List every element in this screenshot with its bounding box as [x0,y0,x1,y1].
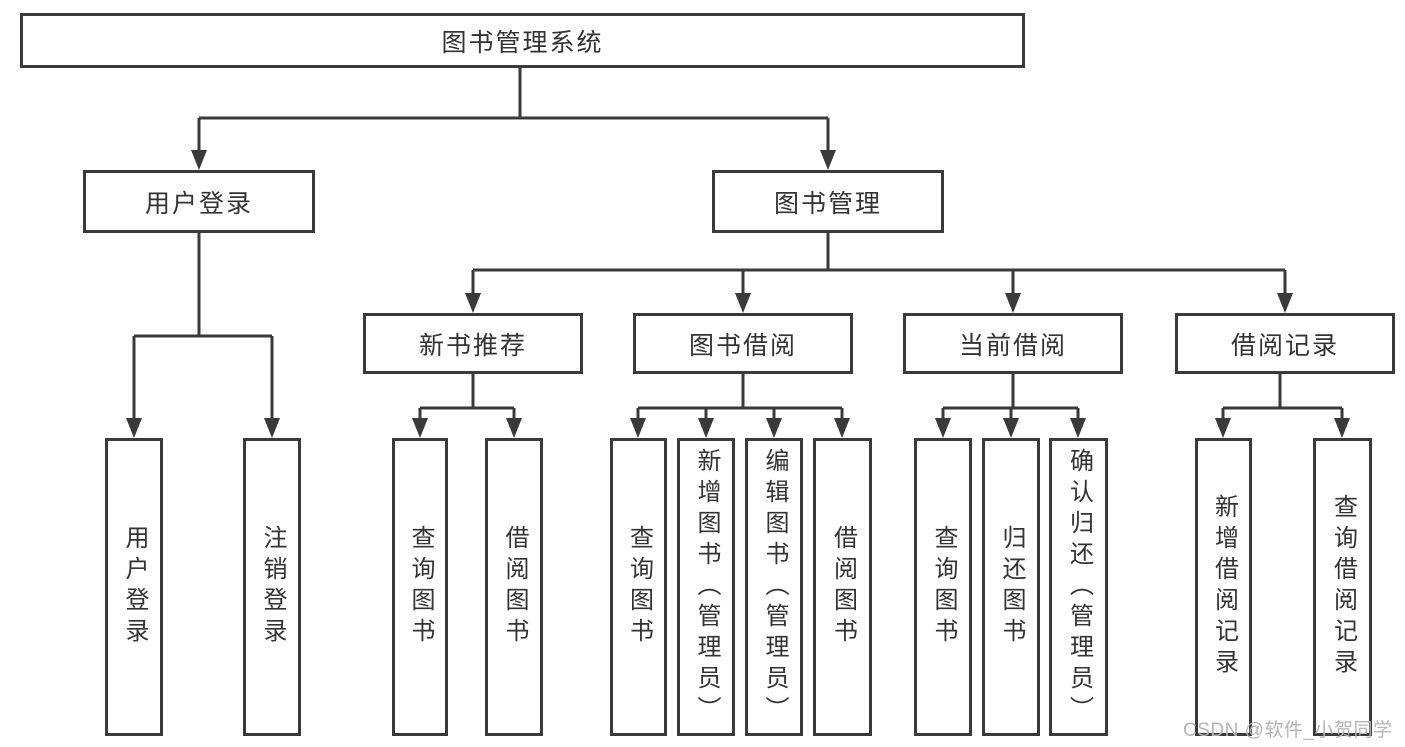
arrowhead-cb-return [1003,418,1019,438]
leaf-bb-edit-books-admin-label: 编辑图书（管理员） [761,447,788,727]
watermark-text: CSDN @软件_小贺同学 [1183,720,1393,741]
arrowhead-current-borrow [1005,293,1021,313]
connector-root-to-level2 [197,68,830,151]
leaf-logout: 注销登录 [243,438,301,736]
leaf-nbr-query-books-label: 查询图书 [407,525,434,649]
arrowhead-leaf-logout [264,418,280,438]
node-new-book-rec-label: 新书推荐 [418,331,527,360]
node-root-label: 图书管理系统 [441,28,604,57]
leaf-nbr-query-books: 查询图书 [392,438,448,736]
leaf-cb-confirm-return-admin: 确认归还（管理员） [1049,438,1108,736]
arrowhead-bb-edit [766,418,782,438]
leaf-nbr-borrow-books: 借阅图书 [485,438,543,736]
arrowhead-cb-query [935,418,951,438]
leaf-br-add-record-label: 新增借阅记录 [1210,494,1238,680]
node-user-login: 用户登录 [83,170,315,233]
leaf-logout-label: 注销登录 [259,525,286,649]
arrowhead-bb-add [698,418,714,438]
leaf-bb-edit-books-admin: 编辑图书（管理员） [745,438,803,736]
leaf-bb-query-books: 查询图书 [610,438,667,736]
leaf-br-query-record: 查询借阅记录 [1313,438,1372,736]
connector-book-borrow-branch [636,374,844,419]
leaf-bb-add-books-admin-label: 新增图书（管理员） [693,447,720,727]
arrowhead-new-book-rec [465,293,481,313]
leaf-bb-borrow-books-label: 借阅图书 [829,525,857,649]
leaf-bb-query-books-label: 查询图书 [625,525,653,649]
arrowhead-bb-query [630,418,646,438]
connector-borrow-records-branch [1221,374,1344,419]
arrowhead-borrow-records [1277,293,1293,313]
arrowhead-user-login [191,150,207,170]
arrowhead-nbr-query [412,418,428,438]
arrowhead-nbr-borrow [506,418,522,438]
leaf-cb-query-books: 查询图书 [914,438,972,736]
leaf-bb-add-books-admin: 新增图书（管理员） [677,438,735,736]
leaf-user-login-label: 用户登录 [121,525,148,649]
node-current-borrow: 当前借阅 [903,313,1123,374]
arrowhead-leaf-user-login [126,418,142,438]
node-user-login-label: 用户登录 [144,189,253,218]
leaf-cb-confirm-return-admin-label: 确认归还（管理员） [1065,447,1093,727]
node-borrow-records: 借阅记录 [1175,313,1395,374]
node-book-mgmt-label: 图书管理 [773,189,882,218]
leaf-br-add-record: 新增借阅记录 [1195,438,1252,736]
leaf-cb-return-books-label: 归还图书 [998,525,1025,649]
connector-user-login-branch [132,233,274,420]
node-book-borrow: 图书借阅 [633,313,853,374]
arrowhead-br-query [1334,418,1350,438]
leaf-br-query-record-label: 查询借阅记录 [1329,494,1357,680]
leaf-cb-query-books-label: 查询图书 [930,525,957,649]
node-current-borrow-label: 当前借阅 [958,331,1067,360]
node-book-borrow-label: 图书借阅 [688,331,797,360]
node-book-mgmt: 图书管理 [712,170,944,233]
leaf-nbr-borrow-books-label: 借阅图书 [501,525,528,649]
arrowhead-cb-confirm [1070,418,1086,438]
connector-new-book-rec-branch [418,374,516,419]
node-borrow-records-label: 借阅记录 [1230,331,1339,360]
connector-book-mgmt-branch [471,233,1287,295]
arrowhead-bb-borrow [834,418,850,438]
node-new-book-rec: 新书推荐 [363,313,583,374]
leaf-user-login: 用户登录 [105,438,163,736]
node-root: 图书管理系统 [20,13,1025,68]
arrowhead-br-add [1215,418,1231,438]
arrowhead-book-borrow [735,293,751,313]
leaf-bb-borrow-books: 借阅图书 [813,438,872,736]
leaf-cb-return-books: 归还图书 [982,438,1040,736]
arrowhead-book-mgmt [820,150,836,170]
connector-current-borrow-branch [941,374,1080,419]
